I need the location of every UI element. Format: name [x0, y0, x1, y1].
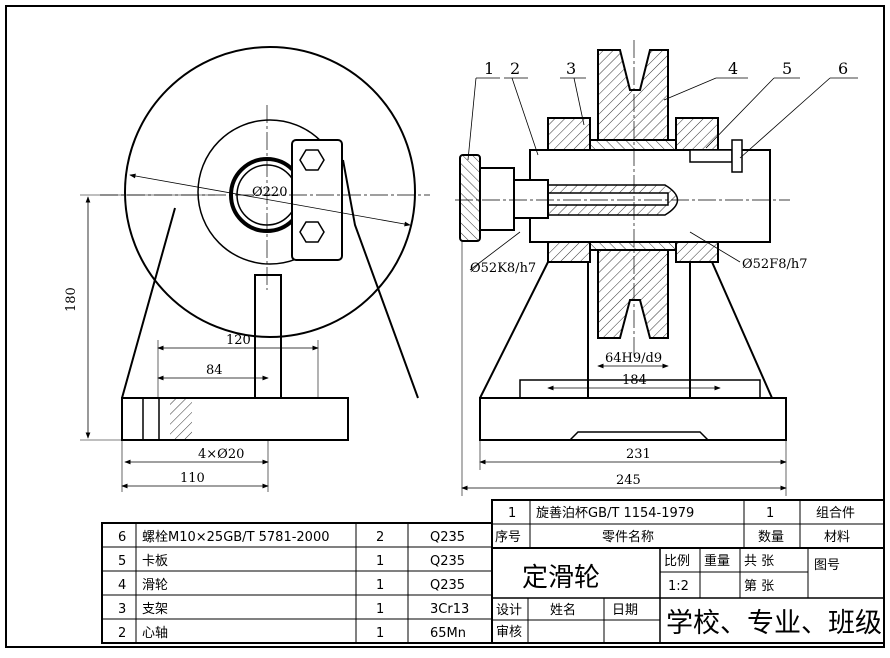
dim-fit-right: Ø52F8/h7	[742, 257, 808, 272]
balloon-3: 3	[566, 59, 576, 78]
parts-row-no: 5	[118, 554, 126, 569]
parts-row-name: 螺栓M10×25GB/T 5781-2000	[142, 530, 330, 545]
sheets-total: 共 张	[744, 554, 774, 569]
parts-row-qty: 1	[376, 578, 384, 593]
parts-row-name: 滑轮	[142, 578, 168, 593]
header-material: 材料	[824, 530, 850, 545]
scale-value: 1:2	[668, 579, 689, 594]
pulley-outer-circle	[124, 46, 416, 338]
parts-row-material: Q235	[430, 554, 465, 569]
top-row-name: 旋善泊杯GB/T 1154-1979	[536, 505, 694, 521]
parts-row-qty: 2	[376, 530, 384, 545]
support-base	[479, 397, 787, 441]
top-row-material: 组合件	[816, 506, 855, 521]
parts-row-qty: 1	[376, 626, 384, 641]
dim-w184: 184	[622, 373, 647, 388]
balloon-1: 1	[484, 59, 494, 78]
dim-w120: 120	[226, 333, 251, 348]
parts-row-no: 2	[118, 626, 126, 641]
clamp-bolt	[689, 149, 733, 163]
side-view	[80, 46, 430, 492]
bolt-head-top	[299, 149, 325, 171]
parts-row-material: 3Cr13	[430, 602, 469, 617]
top-row-no: 1	[508, 506, 516, 521]
dim-d220: Ø220	[252, 185, 287, 200]
drawing-frame	[5, 5, 885, 648]
drawing-no-label: 图号	[814, 558, 840, 573]
drawing-title: 定滑轮	[522, 563, 600, 593]
parts-row-no: 3	[118, 602, 126, 617]
reviewer-label: 审核	[496, 625, 522, 640]
title-block	[491, 499, 885, 644]
header-name: 零件名称	[602, 529, 654, 545]
top-row-qty: 1	[766, 506, 774, 521]
dim-w110: 110	[180, 471, 205, 486]
school-info: 学校、专业、班级	[666, 608, 882, 639]
balloon-2: 2	[510, 59, 520, 78]
dim-fit-left: Ø52K8/h7	[470, 261, 536, 276]
parts-row-material: 65Mn	[430, 626, 466, 641]
balloon-5: 5	[782, 59, 792, 78]
sheet-no: 第 张	[744, 579, 774, 594]
name-label: 姓名	[550, 602, 576, 618]
parts-row-no: 4	[118, 578, 126, 593]
bracket-web	[254, 274, 282, 399]
dim-w84: 84	[206, 363, 223, 378]
weight-label: 重量	[704, 553, 730, 569]
oil-channel	[547, 192, 669, 206]
pulley-lower-half	[597, 249, 669, 339]
pulley-upper-half	[597, 49, 669, 141]
parts-row-name: 支架	[142, 602, 168, 617]
parts-row-material: Q235	[430, 530, 465, 545]
parts-row-no: 6	[118, 530, 126, 545]
header-no: 序号	[495, 530, 521, 545]
dim-w231: 231	[626, 447, 651, 462]
date-label: 日期	[612, 603, 638, 618]
dim-h180: 180	[64, 287, 79, 312]
section-view	[455, 40, 858, 496]
parts-row-name: 卡板	[142, 554, 168, 569]
header-qty: 数量	[758, 530, 784, 545]
base-plate	[121, 397, 349, 441]
parts-row-name: 心轴	[142, 626, 168, 641]
parts-row-material: Q235	[430, 578, 465, 593]
parts-row-qty: 1	[376, 602, 384, 617]
oil-cup-knob	[459, 154, 481, 242]
designer-label: 设计	[496, 603, 522, 618]
balloon-4: 4	[728, 59, 738, 78]
dim-w245: 245	[616, 473, 641, 488]
dim-holes: 4×Ø20	[198, 447, 244, 462]
dim-fit-hub: 64H9/d9	[605, 351, 662, 366]
parts-row-qty: 1	[376, 554, 384, 569]
scale-label: 比例	[664, 554, 690, 569]
balloon-6: 6	[838, 59, 848, 78]
hole-section-hatch	[170, 398, 192, 440]
